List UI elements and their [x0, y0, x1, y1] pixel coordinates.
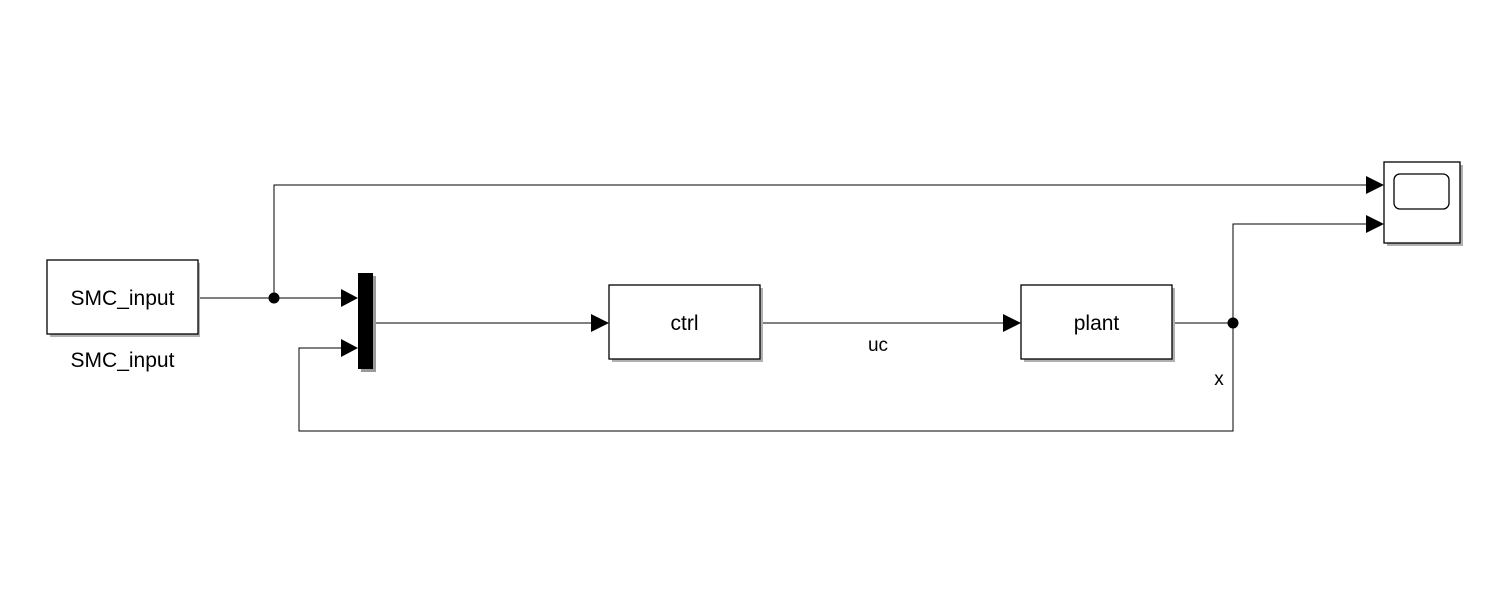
branch-point-output[interactable] [1227, 317, 1239, 329]
signal-label-x[interactable]: x [1214, 369, 1224, 390]
mux-input1-arrow [341, 289, 358, 307]
ctrl-input-arrow [591, 314, 609, 332]
plant-block-label: plant [1074, 312, 1120, 335]
scope-block[interactable] [1383, 161, 1463, 246]
mux-block[interactable] [358, 273, 376, 372]
wire-branch-to-scope-in1[interactable] [273, 184, 1367, 298]
scope-input1-arrow [1366, 176, 1384, 194]
scope-screen-icon [1393, 173, 1450, 210]
ctrl-block[interactable]: ctrl [608, 284, 763, 362]
smc-input-block-label: SMC_input [71, 287, 175, 310]
wire-branch-to-scope-in2[interactable] [1232, 223, 1367, 323]
scope-input2-arrow [1366, 215, 1384, 233]
ctrl-block-label: ctrl [671, 312, 699, 335]
wire-feedback-to-mux-in2[interactable] [298, 323, 1234, 432]
plant-input-arrow [1003, 314, 1021, 332]
branch-point-input[interactable] [268, 292, 280, 304]
mux-input2-arrow [341, 339, 358, 357]
smc-input-block[interactable]: SMC_input [46, 259, 200, 337]
signal-label-uc[interactable]: uc [868, 335, 888, 356]
smc-input-caption[interactable]: SMC_input [71, 349, 175, 372]
plant-block[interactable]: plant [1020, 284, 1175, 362]
